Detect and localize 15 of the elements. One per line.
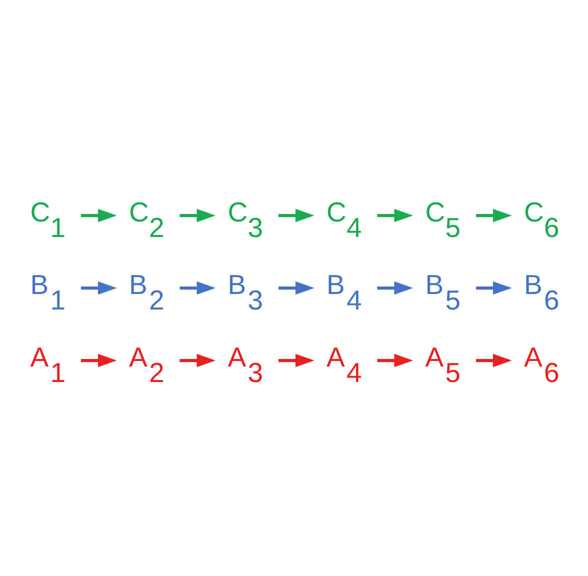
arrow — [377, 208, 414, 222]
arrow — [278, 281, 314, 295]
arrow — [80, 354, 117, 368]
arrow — [476, 208, 512, 222]
arrow — [476, 354, 512, 368]
arrow — [180, 354, 216, 368]
arrow — [80, 208, 117, 222]
arrow — [278, 208, 314, 222]
arrow — [180, 281, 216, 295]
arrow — [180, 208, 216, 222]
arrow — [377, 354, 414, 368]
arrow — [377, 281, 414, 295]
arrow — [476, 281, 512, 295]
arrow — [278, 354, 314, 368]
arrow — [80, 281, 117, 295]
